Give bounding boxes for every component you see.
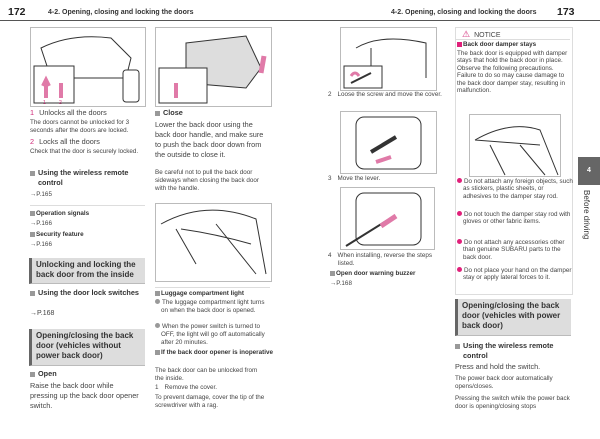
opener-inoperative-heading: If the back door opener is inoperative	[155, 349, 273, 357]
damper-bullet: Do not attach any foreign objects, such …	[457, 178, 573, 200]
door-lock-switches-heading: Using the door lock switches	[30, 288, 150, 298]
figure-lever	[340, 111, 437, 174]
section-title-left: 4-2. Opening, closing and locking the do…	[48, 9, 194, 16]
step-1-note: To prevent damage, cover the tip of the …	[155, 394, 265, 409]
inside-lock-section-heading: Unlocking and locking the back door from…	[29, 258, 145, 284]
header-rule	[0, 20, 600, 21]
item-number: 1	[30, 108, 35, 117]
item-2: 2 Locks all the doors	[30, 136, 148, 147]
divider	[30, 205, 145, 206]
divider	[456, 39, 570, 40]
item-number: 2	[30, 137, 35, 146]
security-feature-heading: Security feature	[30, 231, 84, 239]
page-number-left: 172	[8, 6, 26, 18]
bullet-dot-icon	[457, 267, 462, 272]
item-text: Locks all the doors	[39, 137, 100, 146]
power-door-section-heading: Opening/closing the back door (vehicles …	[455, 299, 571, 336]
damper-heading: Back door damper stays	[457, 41, 536, 49]
open-heading: Open	[30, 369, 57, 379]
press-text: Press and hold the switch.	[455, 362, 541, 371]
close-heading: Close	[155, 108, 183, 118]
remote-heading: Using the wireless remote control	[30, 168, 150, 188]
operation-signals-heading: Operation signals	[30, 210, 89, 218]
auto-text: The power back door automatically opens/…	[455, 375, 553, 390]
notice-title: ⚠NOTICE	[462, 29, 501, 39]
close-note: Be careful not to pull the back door sid…	[155, 169, 259, 192]
buzzer-ref-link[interactable]: →P.168	[330, 280, 352, 287]
remote-ref-link[interactable]: →P.165	[30, 191, 52, 198]
square-bullet-icon	[155, 349, 160, 355]
square-bullet-icon	[330, 270, 335, 276]
bullet-dot-icon	[457, 239, 462, 244]
notice-box	[455, 27, 573, 295]
square-bullet-icon	[155, 110, 160, 116]
door-lock-switches-ref-link[interactable]: →P.168	[30, 310, 55, 317]
no-power-door-section-heading: Opening/closing the back door (vehicles …	[29, 329, 145, 366]
chapter-title: Before driving	[582, 190, 591, 240]
square-bullet-icon	[30, 170, 35, 176]
operation-signals-ref-link[interactable]: →P.166	[30, 220, 52, 227]
figure-move-lever	[340, 187, 435, 250]
figure-back-door-interior	[155, 203, 272, 282]
divider	[155, 287, 270, 288]
warning-triangle-icon: ⚠	[462, 29, 471, 39]
stop-text: Pressing the switch while the power back…	[455, 395, 570, 410]
square-bullet-icon	[30, 210, 35, 216]
square-bullet-icon	[457, 41, 462, 47]
damper-text: The back door is equipped with damper st…	[457, 50, 568, 95]
buzzer-heading: Open door warning buzzer	[330, 270, 415, 278]
security-feature-ref-link[interactable]: →P.166	[30, 241, 52, 248]
power-remote-heading: Using the wireless remote control	[455, 341, 578, 361]
bullet-dot-icon	[155, 323, 160, 328]
page-number-right: 173	[557, 6, 575, 18]
figure-damper-stay	[469, 114, 561, 177]
figure-label-1: 1	[43, 100, 46, 106]
section-title-right: 4-2. Opening, closing and locking the do…	[391, 9, 537, 16]
square-bullet-icon	[455, 343, 460, 349]
item-1: 1 Unlocks all the doors	[30, 107, 148, 118]
square-bullet-icon	[155, 290, 160, 296]
bullet-dot-icon	[457, 178, 462, 183]
figure-closing-back-door	[155, 27, 272, 107]
bullet-dot-icon	[457, 211, 462, 216]
damper-bullet: Do not touch the damper stay rod with gl…	[457, 211, 573, 226]
figure-label-2: 2	[59, 100, 62, 106]
luggage-light-heading: Luggage compartment light	[155, 290, 244, 298]
damper-bullet: Do not place your hand on the damper sta…	[457, 267, 573, 282]
square-bullet-icon	[30, 371, 35, 377]
bullet-dot-icon	[155, 299, 160, 304]
open-text: Raise the back door while pressing up th…	[30, 381, 139, 410]
item-text: Unlocks all the doors	[39, 108, 107, 117]
figure-remove-cover	[340, 27, 437, 91]
luggage-light-bullet: When the power switch is turned to OFF, …	[155, 323, 273, 347]
inoperative-text: The back door can be unlocked from the i…	[155, 367, 258, 382]
square-bullet-icon	[30, 290, 35, 296]
damper-bullet: Do not attach any accessories other than…	[457, 239, 573, 261]
chapter-tab[interactable]: 4	[578, 157, 600, 185]
item-2-note: Check that the door is securely locked.	[30, 148, 139, 155]
luggage-light-bullet: The luggage compartment light turns on w…	[155, 299, 273, 315]
close-text: Lower the back door using the back door …	[155, 120, 264, 159]
square-bullet-icon	[30, 231, 35, 237]
item-1-note: The doors cannot be unlocked for 3 secon…	[30, 119, 130, 134]
